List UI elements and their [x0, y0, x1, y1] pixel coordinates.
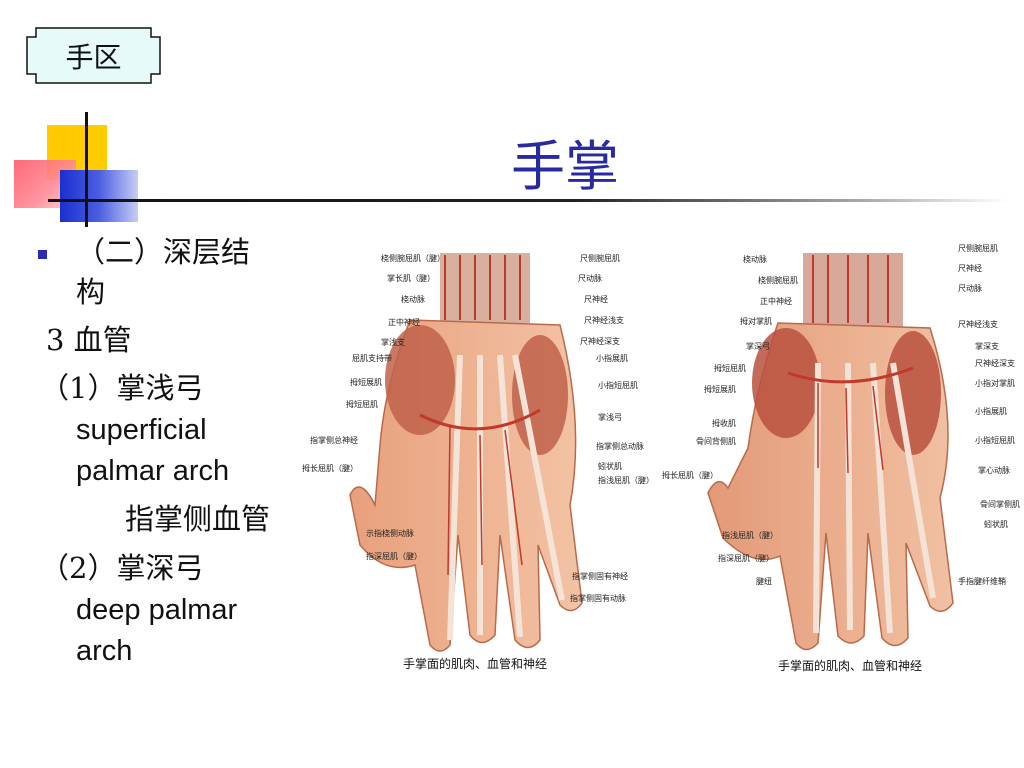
heading-line1: （二）深层结	[76, 235, 251, 269]
item2-title: （2）掌深弓	[40, 551, 204, 585]
item1-en-line1: superficial	[76, 414, 207, 446]
label-right-5: 小指展肌	[596, 354, 628, 363]
hand-illustration-left	[349, 253, 583, 652]
heading-line2: 构	[76, 275, 106, 309]
label-left-6: 拇短展肌	[350, 378, 382, 387]
label-r-left-5: 拇短屈肌	[714, 364, 746, 373]
label-right-6: 小指短屈肌	[598, 381, 638, 390]
label-r-left-9: 拇长屈肌（腱）	[662, 471, 718, 480]
item2-en-line1: deep palmar	[76, 594, 238, 626]
section-tag: 手区	[26, 27, 161, 84]
label-right-3: 尺神经浅支	[584, 316, 624, 325]
label-left-7: 拇短屈肌	[346, 400, 378, 409]
section-tag-label: 手区	[65, 40, 122, 74]
label-r-right-5: 尺神经深支	[975, 359, 1015, 368]
label-r-right-2: 尺动脉	[958, 284, 982, 293]
label-r-left-8: 骨间背侧肌	[696, 437, 736, 446]
label-r-right-3: 尺神经浅支	[958, 320, 998, 329]
label-r-right-1: 尺神经	[958, 264, 982, 273]
label-right-4: 尺神经深支	[580, 337, 620, 346]
label-r-right-10: 骨间掌侧肌	[980, 500, 1020, 509]
label-left-3: 正中神经	[388, 318, 420, 327]
label-right-11: 指掌侧固有神经	[572, 572, 628, 581]
label-r-right-6: 小指对掌肌	[975, 379, 1015, 388]
label-r-left-12: 腱纽	[756, 577, 772, 586]
label-right-9: 蚓状肌	[598, 462, 622, 471]
figure-superficial-palm: 桡侧腕屈肌（腱） 掌长肌（腱） 桡动脉 正中神经 掌浅支 屈肌支持带 拇短展肌 …	[300, 245, 660, 675]
label-left-0: 桡侧腕屈肌（腱）	[381, 254, 445, 263]
label-r-right-12: 手指腱纤维鞘	[958, 577, 1006, 586]
label-left-5: 屈肌支持带	[352, 354, 392, 363]
label-left-4: 掌浅支	[381, 338, 405, 347]
label-r-right-8: 小指短屈肌	[975, 436, 1015, 445]
item2-en-line2: arch	[76, 635, 133, 667]
label-r-left-6: 拇短展肌	[704, 385, 736, 394]
label-r-left-11: 指深屈肌（腱）	[718, 554, 774, 563]
figure-right-caption: 手掌面的肌肉、血管和神经	[778, 659, 923, 673]
label-r-left-7: 拇收肌	[712, 419, 736, 428]
label-right-0: 尺侧腕屈肌	[580, 254, 620, 263]
label-left-10: 示指桡侧动脉	[366, 529, 414, 538]
label-left-8: 指掌侧总神经	[310, 436, 358, 445]
bullet-marker	[38, 250, 47, 259]
title-underline	[48, 199, 1008, 202]
figure-deep-palm: 桡动脉 桡侧腕屈肌 正中神经 拇对掌肌 掌深弓 拇短屈肌 拇短展肌 拇收肌 骨间…	[662, 238, 1024, 678]
label-r-right-11: 蚓状肌	[984, 520, 1008, 529]
label-r-right-4: 掌深支	[975, 342, 999, 351]
figure-left-caption: 手掌面的肌肉、血管和神经	[403, 657, 548, 671]
label-left-11: 指深屈肌（腱）	[366, 552, 422, 561]
label-right-2: 尺神经	[584, 295, 608, 304]
label-r-right-0: 尺侧腕屈肌	[958, 244, 998, 253]
label-r-left-4: 掌深弓	[746, 342, 770, 351]
item1-en-line2: palmar arch	[76, 455, 230, 487]
decor-vertical-line	[85, 112, 88, 227]
label-r-right-7: 小指展肌	[975, 407, 1007, 416]
label-right-10: 指浅屈肌（腱）	[598, 476, 654, 485]
label-r-right-9: 掌心动脉	[978, 466, 1010, 475]
label-r-left-1: 桡侧腕屈肌	[758, 276, 798, 285]
label-r-left-10: 指浅屈肌（腱）	[722, 531, 778, 540]
decor-blue-square	[60, 170, 138, 222]
label-r-left-2: 正中神经	[760, 297, 792, 306]
item1-sub: 指掌侧血管	[125, 502, 271, 536]
label-r-left-0: 桡动脉	[743, 255, 767, 264]
item-blood-vessels: 3 血管	[46, 323, 132, 357]
hand-illustration-right	[707, 253, 954, 651]
label-left-1: 掌长肌（腱）	[387, 274, 435, 283]
label-r-left-3: 拇对掌肌	[740, 317, 772, 326]
slide-title: 手掌	[511, 135, 619, 198]
label-right-7: 掌浅弓	[598, 413, 622, 422]
label-left-9: 拇长屈肌（腱）	[302, 464, 358, 473]
label-left-2: 桡动脉	[401, 295, 425, 304]
label-right-12: 指掌侧固有动脉	[570, 594, 626, 603]
tag-frame	[26, 27, 161, 84]
label-right-1: 尺动脉	[578, 274, 602, 283]
label-right-8: 指掌侧总动脉	[596, 442, 644, 451]
item1-title: （1）掌浅弓	[40, 371, 204, 405]
